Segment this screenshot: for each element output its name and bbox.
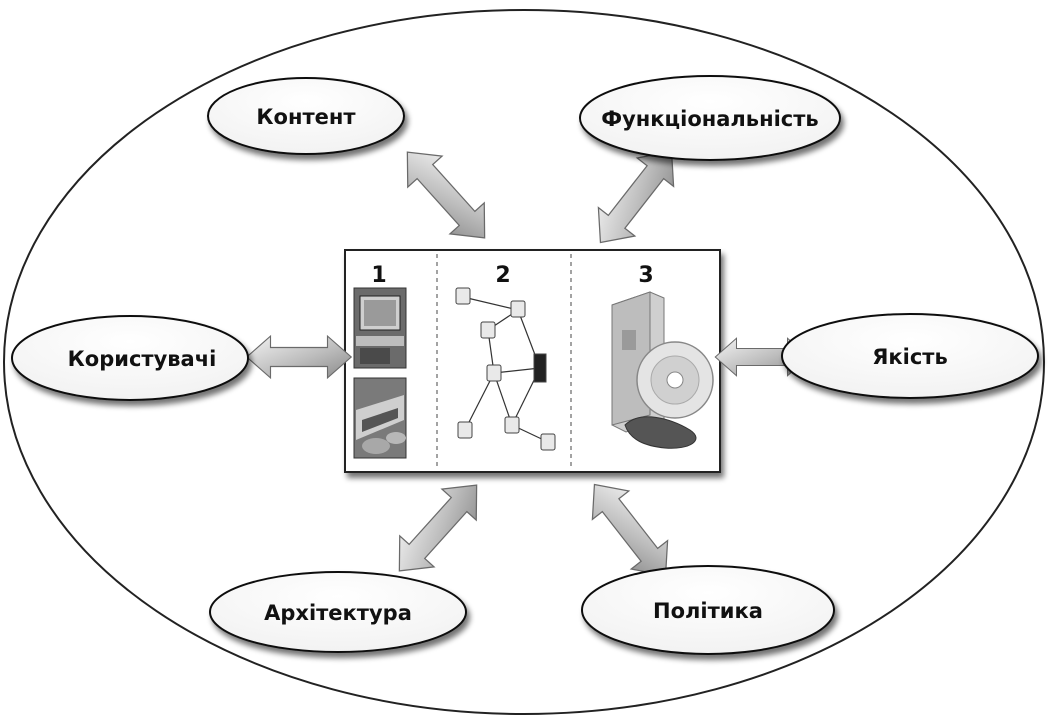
computer-monitor-photo-icon bbox=[353, 287, 407, 369]
node-functionality: Функціональність bbox=[579, 75, 841, 161]
node-quality-label: Якість bbox=[872, 345, 948, 369]
node-users: Користувачі bbox=[11, 315, 249, 401]
node-quality: Якість bbox=[781, 313, 1039, 399]
node-users-label: Користувачі bbox=[68, 347, 217, 371]
node-content-label: Контент bbox=[256, 105, 356, 129]
panel-number-2: 2 bbox=[495, 263, 510, 288]
node-architecture: Архітектура bbox=[209, 571, 467, 653]
node-architecture-label: Архітектура bbox=[264, 601, 412, 625]
node-policy: Політика bbox=[581, 565, 835, 655]
panel-number-1: 1 bbox=[371, 263, 386, 288]
software-box-cd-mouse-icon bbox=[611, 291, 714, 449]
panel-number-3: 3 bbox=[638, 263, 653, 288]
keyboard-hands-photo-icon bbox=[353, 377, 407, 459]
network-node-icons bbox=[455, 287, 556, 451]
central-panel: 1 2 3 bbox=[344, 249, 721, 473]
node-content: Контент bbox=[207, 77, 405, 155]
node-policy-label: Політика bbox=[653, 599, 763, 623]
node-functionality-label: Функціональність bbox=[601, 107, 818, 131]
